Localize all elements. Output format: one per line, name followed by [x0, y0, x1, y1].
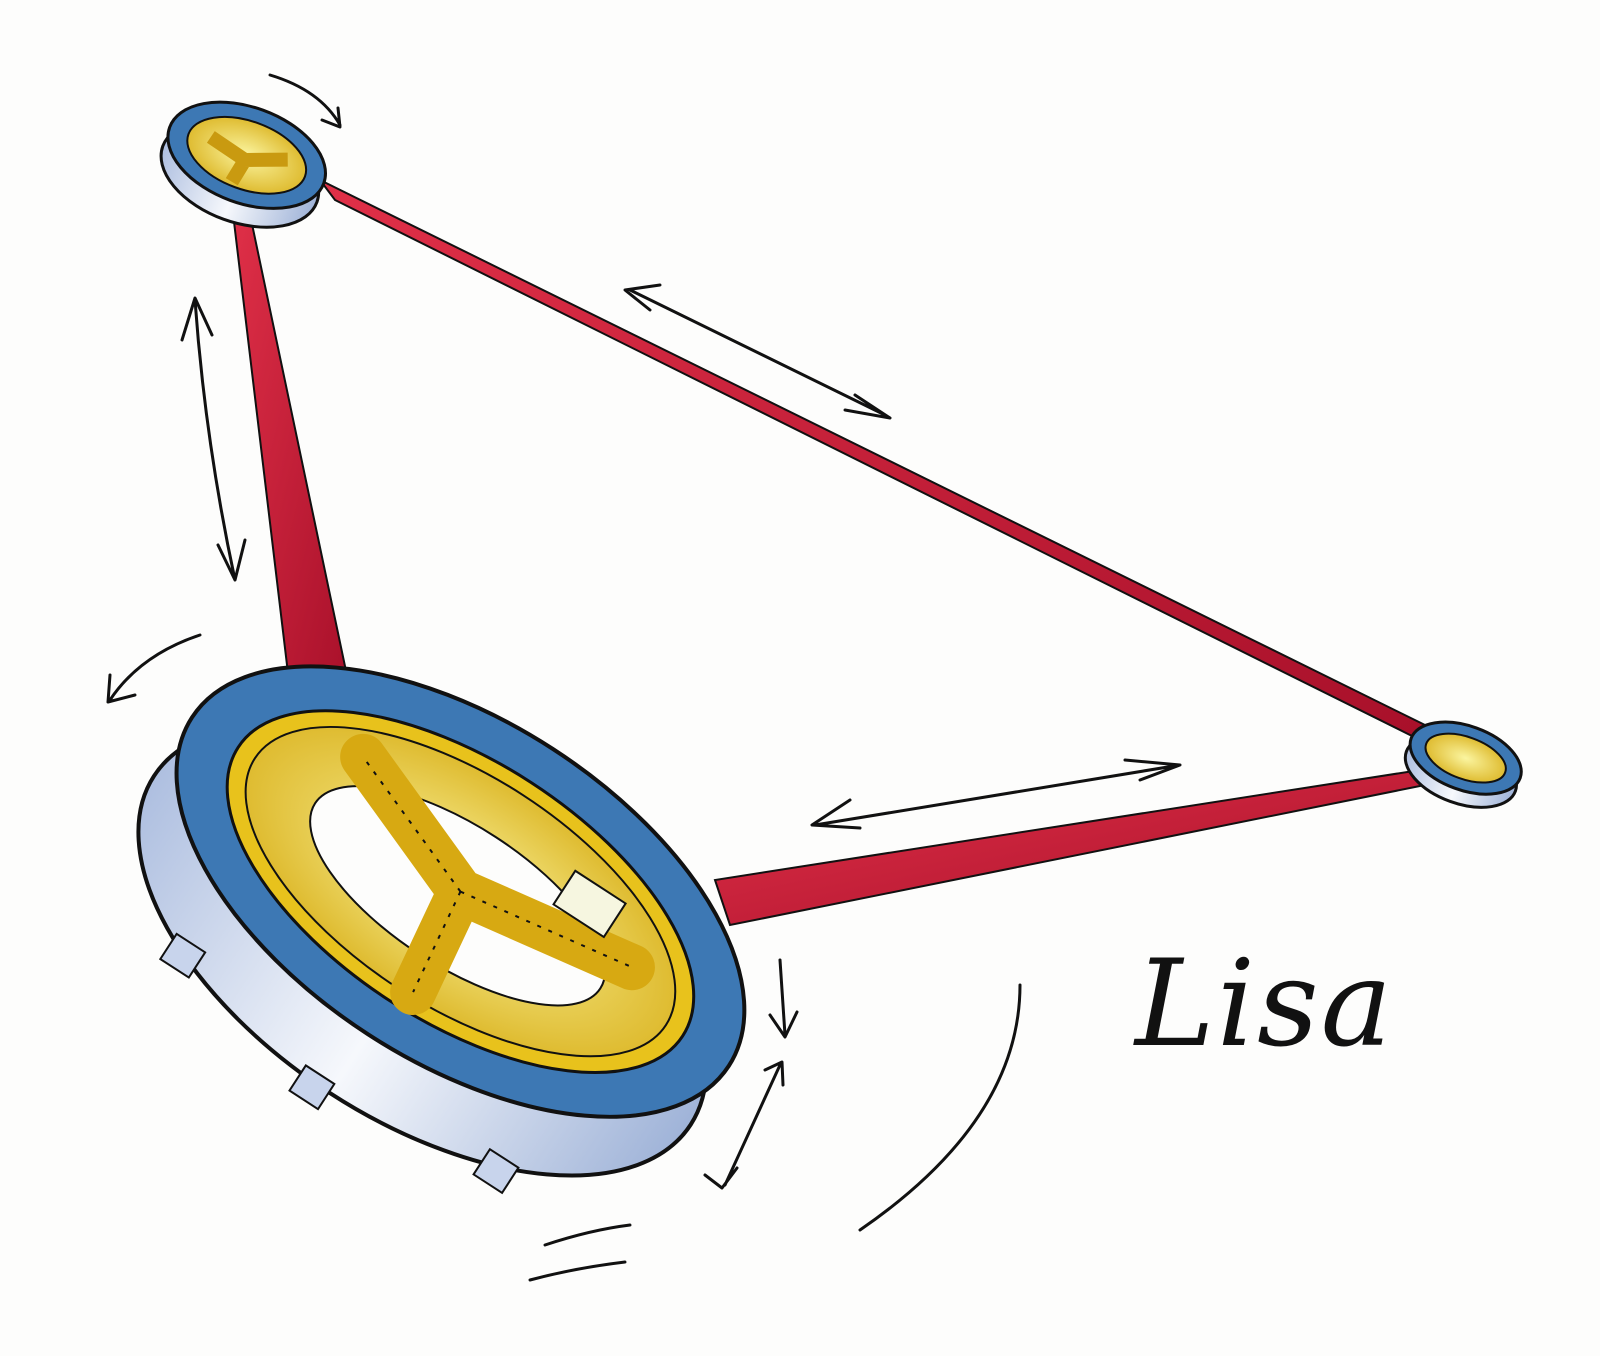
beam-top [319, 179, 1427, 742]
motion-arrows [106, 73, 1182, 1282]
arrow-rotate-main [106, 633, 202, 704]
arrow-vertical-left [180, 296, 247, 582]
arrow-bottom-beam [810, 758, 1182, 830]
swoosh-lines [528, 983, 1022, 1282]
arrow-thickness [703, 958, 799, 1190]
spacecraft-right [1403, 720, 1523, 809]
beam-left [230, 204, 352, 691]
arrow-rotate-top [268, 73, 342, 129]
spacecraft-main [136, 664, 747, 1195]
lisa-label: Lisa [1135, 935, 1395, 1074]
arrow-top-beam [623, 283, 892, 420]
beam-right [713, 768, 1427, 927]
spacecraft-top-left [159, 100, 327, 229]
